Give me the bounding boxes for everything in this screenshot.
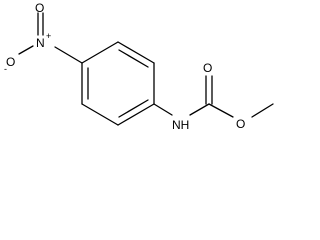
ring-inner-bond-b [118,99,149,118]
ring-bond-4 [81,103,119,126]
nitro-o-minus-charge: - [4,64,7,74]
nitro-n-charge: + [46,31,51,41]
ring-bond-3 [117,103,155,126]
carbamate-group: NH O O [153,61,274,132]
structure-canvas: N + O O - NH O O [4,1,274,132]
ring-to-nh-bond [153,103,173,116]
nitro-n-label: N [36,36,45,50]
carbonyl-to-ester-o-bond [208,103,234,118]
ring-to-nitro-bond [54,46,83,64]
nitro-single-bond [18,45,34,55]
ring-inner-bond-a [118,49,149,68]
nh-to-carbonyl-bond [189,103,210,116]
nh-label: NH [172,118,189,132]
ring-bond-1 [117,41,155,64]
nitro-group: N + O O - [4,1,83,74]
nitro-o-minus-label: O [6,55,15,69]
molecule-diagram: N + O O - NH O O [4,1,274,132]
ring-bond-6 [81,41,119,64]
ester-o-label: O [236,117,245,131]
ester-o-to-methyl-bond [251,103,274,118]
carbonyl-o-label: O [203,61,212,75]
benzene-ring [81,41,155,126]
nitro-o-double-label: O [35,1,44,15]
